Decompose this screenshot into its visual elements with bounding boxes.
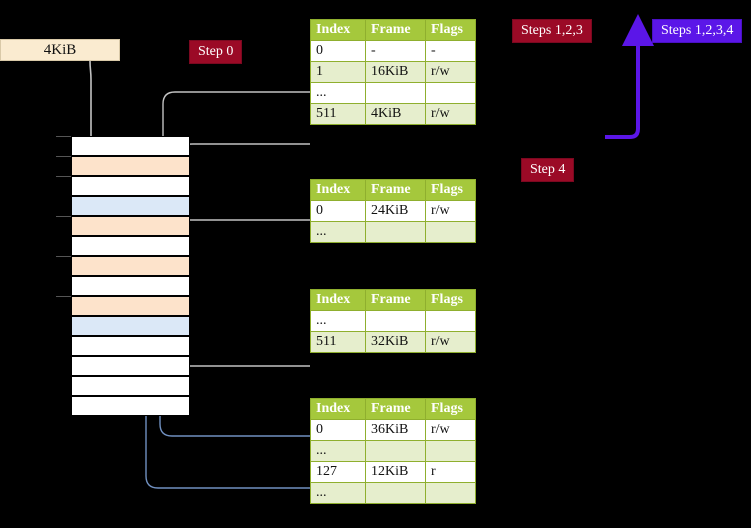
memory-tick-mark [56, 136, 71, 137]
cell-frame: 36KiB [365, 419, 426, 441]
cell-flags [425, 82, 476, 104]
cell-flags [425, 482, 476, 504]
memory-tick-mark [56, 256, 71, 257]
column-header-index: Index [310, 398, 366, 420]
memory-frame-row [71, 376, 190, 396]
column-header-flags: Flags [425, 289, 476, 311]
memory-frame-row [71, 356, 190, 376]
tag-step-0: Step 0 [189, 40, 243, 64]
column-header-flags: Flags [425, 398, 476, 420]
cell-flags [425, 221, 476, 243]
cell-frame: - [365, 40, 426, 62]
memory-frame-row [71, 236, 190, 256]
cell-index: ... [310, 440, 366, 462]
cell-flags: - [425, 40, 476, 62]
cell-index: ... [310, 221, 366, 243]
cell-frame [365, 440, 426, 462]
cell-frame [365, 82, 426, 104]
cell-frame: 32KiB [365, 331, 426, 353]
cell-index: 0 [310, 40, 366, 62]
table-row[interactable]: ... [310, 82, 476, 104]
table-row[interactable]: ... [310, 482, 476, 504]
tag-steps-1234: Steps 1,2,3,4 [652, 19, 743, 43]
memory-tick-mark [56, 296, 71, 297]
memory-tick-mark [56, 216, 71, 217]
column-header-frame: Frame [365, 289, 426, 311]
cell-flags [425, 310, 476, 332]
cell-frame [365, 310, 426, 332]
table-row[interactable]: 0-- [310, 40, 476, 62]
cell-flags: r/w [425, 200, 476, 222]
column-header-index: Index [310, 289, 366, 311]
tag-steps-123: Steps 1,2,3 [512, 19, 592, 43]
cell-index: ... [310, 310, 366, 332]
cell-frame: 16KiB [365, 61, 426, 83]
column-header-frame: Frame [365, 179, 426, 201]
memory-frame-row [71, 276, 190, 296]
memory-frame-row [71, 156, 190, 176]
memory-frame-row [71, 396, 190, 416]
cell-index: 1 [310, 61, 366, 83]
cell-frame: 24KiB [365, 200, 426, 222]
tag-step-4: Step 4 [521, 158, 575, 182]
memory-frame-row [71, 296, 190, 316]
cell-flags: r/w [425, 61, 476, 83]
cell-index: 511 [310, 103, 366, 125]
memory-frame-row [71, 196, 190, 216]
wire-table2-row0 [173, 219, 310, 273]
memory-frame-row [71, 176, 190, 196]
wire-table3-row511 [173, 307, 310, 367]
cell-frame: 4KiB [365, 103, 426, 125]
wire-steps-bracket [605, 14, 654, 139]
column-header-frame: Frame [365, 19, 426, 41]
table-row[interactable]: ... [310, 221, 476, 243]
memory-frame-row [71, 216, 190, 236]
cell-flags: r [425, 461, 476, 483]
cell-flags: r/w [425, 103, 476, 125]
cell-index: 0 [310, 200, 366, 222]
cell-frame [365, 482, 426, 504]
memory-frame-row [71, 316, 190, 336]
cell-index: ... [310, 82, 366, 104]
memory-frame-row [71, 256, 190, 276]
cell-flags: r/w [425, 419, 476, 441]
column-header-index: Index [310, 19, 366, 41]
wire-table1-row511 [173, 143, 310, 163]
column-header-flags: Flags [425, 179, 476, 201]
column-header-flags: Flags [425, 19, 476, 41]
cell-index: 127 [310, 461, 366, 483]
column-header-frame: Frame [365, 398, 426, 420]
column-header-index: Index [310, 179, 366, 201]
cell-index: 511 [310, 331, 366, 353]
cell-flags [425, 440, 476, 462]
table-row[interactable]: ... [310, 440, 476, 462]
physical-memory-column [56, 136, 190, 416]
cell-frame: 12KiB [365, 461, 426, 483]
cell-frame [365, 221, 426, 243]
size-label-4kib: 4KiB [0, 39, 120, 61]
memory-frame-row [71, 336, 190, 356]
memory-tick-mark [56, 176, 71, 177]
memory-tick-mark [56, 156, 71, 157]
cell-index: ... [310, 482, 366, 504]
table-row[interactable]: ... [310, 310, 476, 332]
cell-flags: r/w [425, 331, 476, 353]
cell-index: 0 [310, 419, 366, 441]
memory-frame-row [71, 136, 190, 156]
